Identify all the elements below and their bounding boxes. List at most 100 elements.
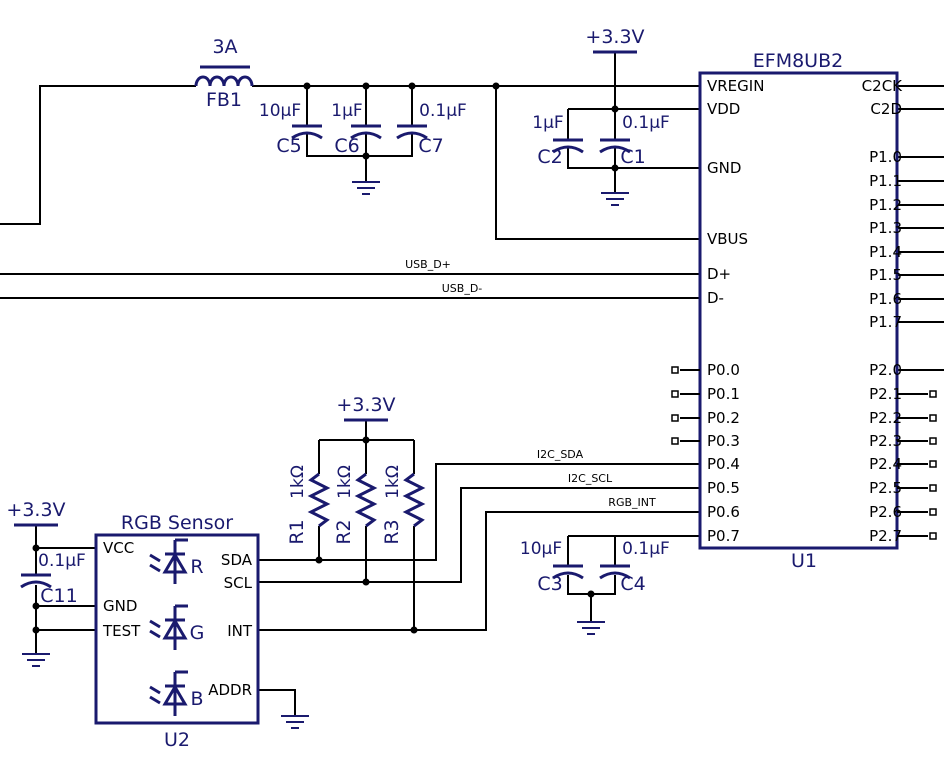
- power-supply-sensor: +3.3V: [6, 499, 66, 527]
- sensor-ref: U2: [164, 729, 190, 751]
- junction-dot: [32, 626, 40, 634]
- capacitor-value: 0.1μF: [622, 113, 670, 133]
- no-connect-marker: [671, 366, 679, 374]
- mcu-pin-p1-4: P1.4: [869, 243, 902, 261]
- mcu-pin-p0-0: P0.0: [707, 361, 740, 379]
- mcu-pin-gnd: GND: [707, 159, 741, 177]
- mcu-pin-vregin: VREGIN: [707, 77, 764, 95]
- capacitor-ref: C11: [40, 585, 77, 607]
- no-connect-marker: [671, 414, 679, 422]
- mcu-pin-p2-2: P2.2: [869, 409, 902, 427]
- capacitor-value: 10μF: [520, 539, 562, 559]
- led-label: G: [190, 622, 205, 644]
- power-supply-mcu: +3.3V: [585, 26, 645, 54]
- mcu-name: EFM8UB2: [753, 50, 843, 72]
- no-connect-marker: [929, 532, 937, 540]
- no-connect-marker: [929, 390, 937, 398]
- ground-symbol: [22, 653, 50, 667]
- sensor-pin-label: INT: [227, 622, 253, 640]
- mcu-pin-p1-6: P1.6: [869, 290, 902, 308]
- capacitor-value: 1μF: [331, 101, 362, 121]
- mcu-pin-p2-3: P2.3: [869, 432, 902, 450]
- junction-dot: [362, 436, 370, 444]
- capacitor-c5: 10μF C5: [259, 101, 323, 157]
- no-connect-marker: [929, 460, 937, 468]
- capacitor-ref: C2: [537, 146, 562, 168]
- sensor-pin-label: ADDR: [208, 681, 252, 699]
- resistor-r3: 1kΩ R3: [381, 465, 426, 545]
- mcu-right-pins: C2CKC2DP1.0P1.1P1.2P1.3P1.4P1.5P1.6P1.7P…: [862, 77, 937, 545]
- junctions: [32, 82, 619, 634]
- mcu-pin-p2-6: P2.6: [869, 503, 902, 521]
- junction-dot: [611, 105, 619, 113]
- photodiode-icon: B: [149, 670, 204, 716]
- mcu-pin-d-: D+: [707, 265, 731, 283]
- led-label: B: [190, 688, 203, 710]
- sensor-pin-label: GND: [103, 597, 137, 615]
- mcu-pin-d-: D-: [707, 289, 724, 307]
- mcu-pin-p2-5: P2.5: [869, 479, 902, 497]
- junction-dot: [315, 556, 323, 564]
- no-connect-marker: [929, 508, 937, 516]
- net-label-usb-dm: USB_D-: [442, 282, 483, 295]
- capacitor-c1: 0.1μF C1: [599, 113, 670, 168]
- mcu-pin-p0-5: P0.5: [707, 479, 740, 497]
- led-label: R: [190, 556, 203, 578]
- mcu-pin-p1-7: P1.7: [869, 313, 902, 331]
- photodiode-icon: R: [149, 538, 204, 584]
- ground-symbols: [22, 181, 629, 729]
- capacitor-c2: 1μF C2: [532, 113, 584, 168]
- mcu-pin-c2ck: C2CK: [862, 77, 903, 95]
- junction-dot: [32, 544, 40, 552]
- capacitor-c3: 10μF C3: [520, 539, 584, 595]
- mcu-pin-p1-3: P1.3: [869, 219, 902, 237]
- junction-dot: [492, 82, 500, 90]
- resistor-value: 1kΩ: [288, 465, 308, 499]
- no-connect-marker: [671, 390, 679, 398]
- sensor-pin-label: TEST: [102, 622, 141, 640]
- mcu-pin-p0-2: P0.2: [707, 409, 740, 427]
- ferrite-rating: 3A: [212, 36, 237, 58]
- mcu-pin-vbus: VBUS: [707, 230, 748, 248]
- capacitor-c7: 0.1μF C7: [396, 101, 467, 157]
- capacitor-ref: C1: [620, 146, 645, 168]
- capacitor-ref: C5: [276, 135, 301, 157]
- resistor-ref: R2: [333, 519, 355, 544]
- junction-dot: [362, 152, 370, 160]
- capacitor-ref: C4: [620, 573, 645, 595]
- net-label-sda: I2C_SDA: [537, 448, 584, 461]
- mcu-pin-p0-4: P0.4: [707, 455, 740, 473]
- rgb-sensor-u2: RGB Sensor U2 VCC GND TEST SDA SCL INT A…: [94, 512, 260, 751]
- supply-label: +3.3V: [585, 26, 644, 48]
- wires: [0, 52, 944, 716]
- mcu-pin-p0-6: P0.6: [707, 503, 740, 521]
- mcu-pin-p2-1: P2.1: [869, 385, 902, 403]
- mcu-pin-p1-1: P1.1: [869, 172, 902, 190]
- sensor-pin-label: SCL: [224, 574, 253, 592]
- mcu-pin-p1-5: P1.5: [869, 266, 902, 284]
- net-label-scl: I2C_SCL: [568, 472, 613, 485]
- junction-dot: [408, 82, 416, 90]
- resistor-value: 1kΩ: [335, 465, 355, 499]
- capacitor-value: 0.1μF: [419, 101, 467, 121]
- sensor-title: RGB Sensor: [121, 512, 233, 534]
- no-connect-marker: [929, 437, 937, 445]
- supply-label: +3.3V: [336, 394, 395, 416]
- ground-symbol: [352, 181, 380, 195]
- junction-dot: [362, 82, 370, 90]
- capacitor-c11: 0.1μF C11: [20, 551, 86, 607]
- capacitor-c4: 0.1μF C4: [599, 539, 670, 595]
- no-connect-marker: [929, 484, 937, 492]
- junction-dot: [303, 82, 311, 90]
- capacitor-ref: C6: [334, 135, 359, 157]
- no-connect-marker: [929, 414, 937, 422]
- net-label-int: RGB_INT: [608, 496, 656, 509]
- no-connect-marker: [671, 437, 679, 445]
- mcu-pin-p2-7: P2.7: [869, 527, 902, 545]
- mcu-pin-p0-1: P0.1: [707, 385, 740, 403]
- resistor-r1: 1kΩ R1: [286, 465, 331, 545]
- supply-label: +3.3V: [6, 499, 65, 521]
- mcu-pin-c2d: C2D: [870, 100, 902, 118]
- ferrite-bead: 3A FB1: [194, 36, 254, 111]
